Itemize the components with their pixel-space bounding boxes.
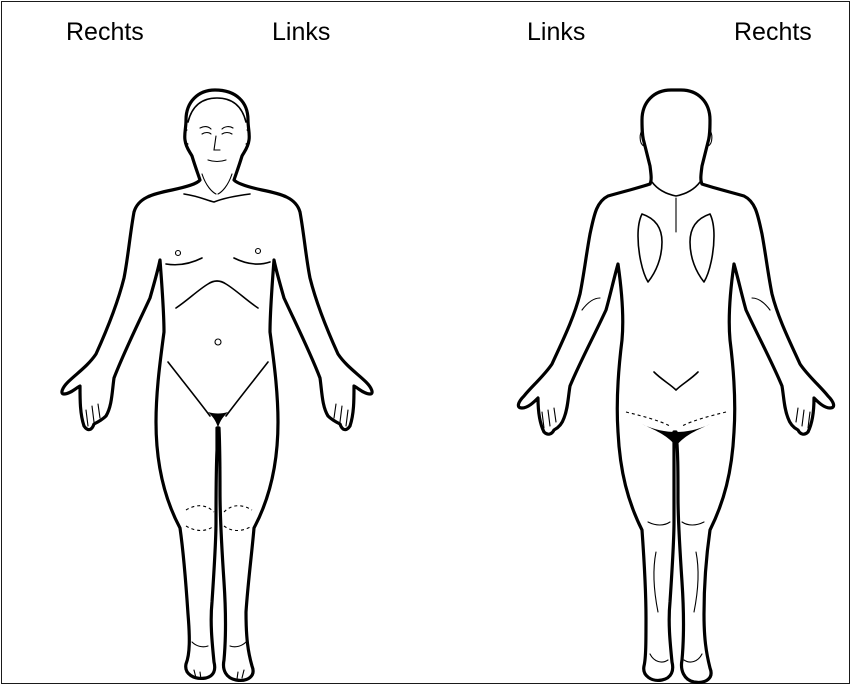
back-body-outline: [518, 90, 833, 682]
